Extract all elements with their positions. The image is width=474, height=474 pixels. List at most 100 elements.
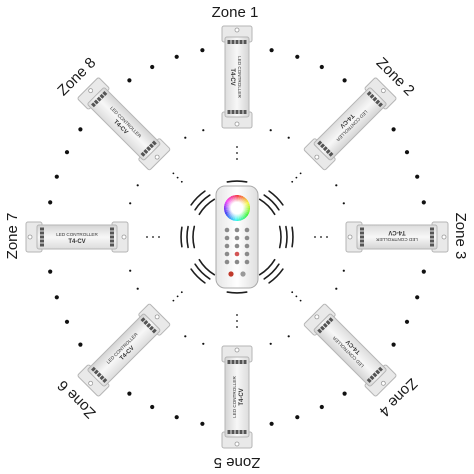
signal-dot (172, 172, 175, 175)
controller-title: LED CONTROLLER (232, 376, 237, 418)
link-dot-inner (136, 287, 139, 290)
rgb-remote-control (215, 185, 259, 289)
zone-7-label: Zone 7 (4, 213, 21, 260)
remote-buttons (224, 227, 250, 265)
link-dot-inner (342, 202, 345, 205)
terminal-pin (93, 99, 99, 105)
link-dot-inner (287, 335, 290, 338)
mount-hole-icon (88, 88, 94, 94)
link-dot (150, 64, 155, 70)
signal-dot (326, 236, 328, 238)
mount-hole-icon (347, 234, 353, 240)
signal-dot (236, 326, 238, 328)
terminal-pin (96, 372, 102, 378)
link-dot (342, 78, 347, 83)
mount-hole-icon (234, 27, 240, 33)
signal-dot (180, 291, 183, 294)
signal-dot (158, 236, 160, 238)
terminal-pin (317, 328, 323, 334)
terminal-pin (430, 243, 434, 247)
terminal-pin (149, 143, 154, 149)
terminal-pin (235, 360, 239, 364)
link-dot-inner (136, 184, 139, 187)
signal-wave-arc (180, 226, 183, 248)
terminal-pin (231, 40, 235, 44)
link-dot (404, 319, 410, 324)
terminal-pin (235, 430, 239, 434)
terminal-pin (151, 140, 157, 146)
terminal-pin (320, 143, 325, 149)
mount-hole-icon (234, 347, 240, 353)
signal-dot (291, 180, 294, 183)
terminal-pin (322, 322, 328, 328)
signal-dot (180, 180, 183, 183)
terminal-pin (239, 40, 243, 44)
terminal-pin (378, 366, 383, 372)
controller-model: T4-CV (68, 239, 85, 245)
link-dot-inner (184, 136, 187, 139)
controller-model: T4-CV (239, 388, 245, 405)
zone-5-label: Zone 5 (214, 454, 261, 471)
signal-dot (299, 299, 302, 302)
remote-power-button-icon (228, 271, 234, 277)
zone-7-controller: LED CONTROLLER T4-CV (25, 221, 129, 253)
terminal-pin (227, 430, 231, 434)
terminal-pin (360, 231, 364, 235)
terminal-pin (146, 322, 152, 328)
link-dot (150, 404, 155, 410)
terminal-pin (235, 110, 239, 114)
remote-button (224, 227, 230, 233)
signal-dot (320, 236, 322, 238)
link-dot (174, 415, 179, 420)
signal-wave-arc (285, 225, 288, 249)
terminal-pin (91, 366, 96, 372)
link-dot (78, 127, 83, 132)
mount-hole-icon (88, 380, 94, 386)
controller-body (87, 313, 161, 387)
link-dot-inner (335, 287, 338, 290)
link-dot-inner (129, 269, 132, 272)
terminal-pin (430, 235, 434, 239)
terminal-pin (40, 243, 44, 247)
link-dot (200, 48, 205, 53)
remote-button (224, 259, 230, 265)
terminal-pin (40, 231, 44, 235)
mount-hole-icon (380, 380, 386, 386)
terminal-pin (317, 140, 323, 146)
terminal-pin (93, 369, 99, 375)
terminal-pin (110, 239, 114, 243)
terminal-pin (110, 235, 114, 239)
terminal-pin (110, 243, 114, 247)
controller-model: T4-CV (229, 68, 235, 85)
terminal-pin (243, 430, 247, 434)
link-dot-inner (129, 202, 132, 205)
terminal-pin (360, 227, 364, 231)
terminal-pin (110, 231, 114, 235)
signal-wave-arc (268, 190, 284, 206)
link-dot (404, 150, 410, 155)
remote-button (234, 259, 240, 265)
terminal-pin (102, 378, 108, 383)
link-dot (200, 421, 205, 426)
mount-hole-icon (121, 234, 127, 240)
controller-body (313, 87, 387, 161)
signal-wave-arc (263, 194, 280, 211)
link-dot (391, 127, 396, 132)
controller-title: LED CONTROLLER (56, 232, 98, 237)
color-wheel-center (232, 203, 242, 213)
link-dot (269, 48, 274, 53)
terminal-pin (328, 317, 334, 323)
link-dot (127, 391, 132, 396)
link-dot-inner (184, 335, 187, 338)
terminal-pin (239, 110, 243, 114)
terminal-pin (146, 146, 152, 152)
controller-body (313, 313, 387, 387)
